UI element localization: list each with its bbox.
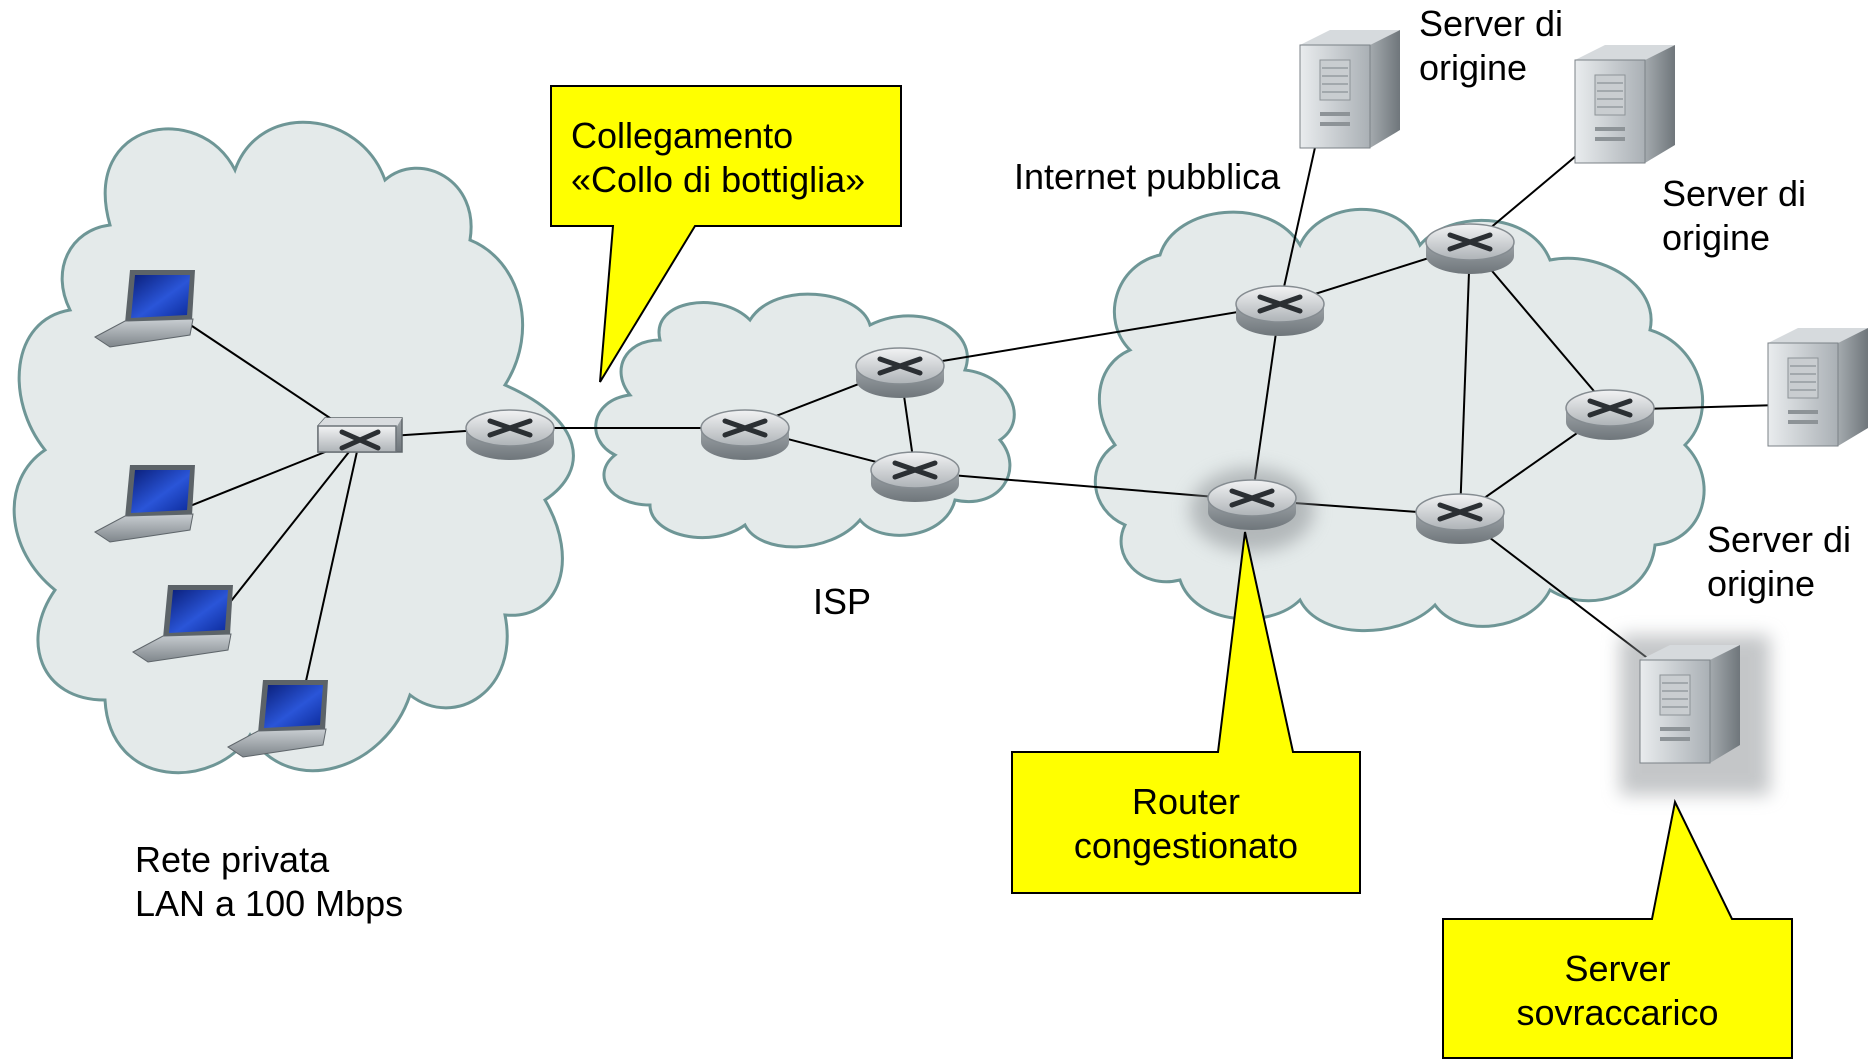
callout-congested-router-shape (1011, 531, 1361, 894)
link-inetA-congested (1251, 304, 1281, 501)
laptop-icon (132, 585, 233, 663)
server-origin-label-1: Server di origine (1419, 3, 1564, 88)
laptop-icon (94, 465, 195, 543)
public-internet-label: Internet pubblica (1014, 156, 1281, 197)
private-network-label: Rete privata LAN a 100 Mbps (135, 839, 404, 924)
router-icon (1565, 389, 1655, 440)
link-inetB-inetD (1459, 244, 1471, 516)
overloaded-server-icon (1620, 635, 1770, 795)
router-icon (700, 409, 790, 460)
router-icon (1235, 285, 1325, 336)
router-icon (855, 347, 945, 398)
cloud-isp (594, 292, 1016, 549)
congested-router-icon (1190, 468, 1314, 552)
server-icon (1574, 45, 1675, 164)
callout-overloaded-server-shape (1442, 798, 1793, 1059)
server-origin-label-2: Server di origine (1662, 173, 1807, 258)
server-icon (1299, 30, 1400, 149)
isp-label: ISP (813, 581, 872, 622)
link-laptop4-switch (299, 437, 361, 709)
link-laptop3-switch (219, 437, 361, 616)
router-icon (1415, 493, 1505, 544)
laptop-icon (227, 680, 328, 758)
link-isp2-inetA (899, 304, 1281, 369)
router-icon (465, 409, 555, 460)
link-inetD-overloaded (1459, 514, 1651, 661)
callout-bottleneck-shape (550, 85, 902, 383)
router-icon (1425, 223, 1515, 274)
server-icon (1767, 328, 1868, 447)
callout-congested-router-text: Router congestionato (1073, 781, 1299, 866)
server-origin-label-3: Server di origine (1707, 519, 1852, 604)
switch-icon (317, 417, 403, 453)
laptop-icon (94, 270, 195, 348)
callout-bottleneck-text: Collegamento «Collo di bottiglia» (571, 115, 866, 200)
callout-overloaded-server-text: Server sovraccarico (1516, 948, 1719, 1033)
router-icon (870, 451, 960, 502)
link-inetB-inetC (1469, 244, 1611, 411)
link-inetA-server1 (1279, 124, 1321, 306)
